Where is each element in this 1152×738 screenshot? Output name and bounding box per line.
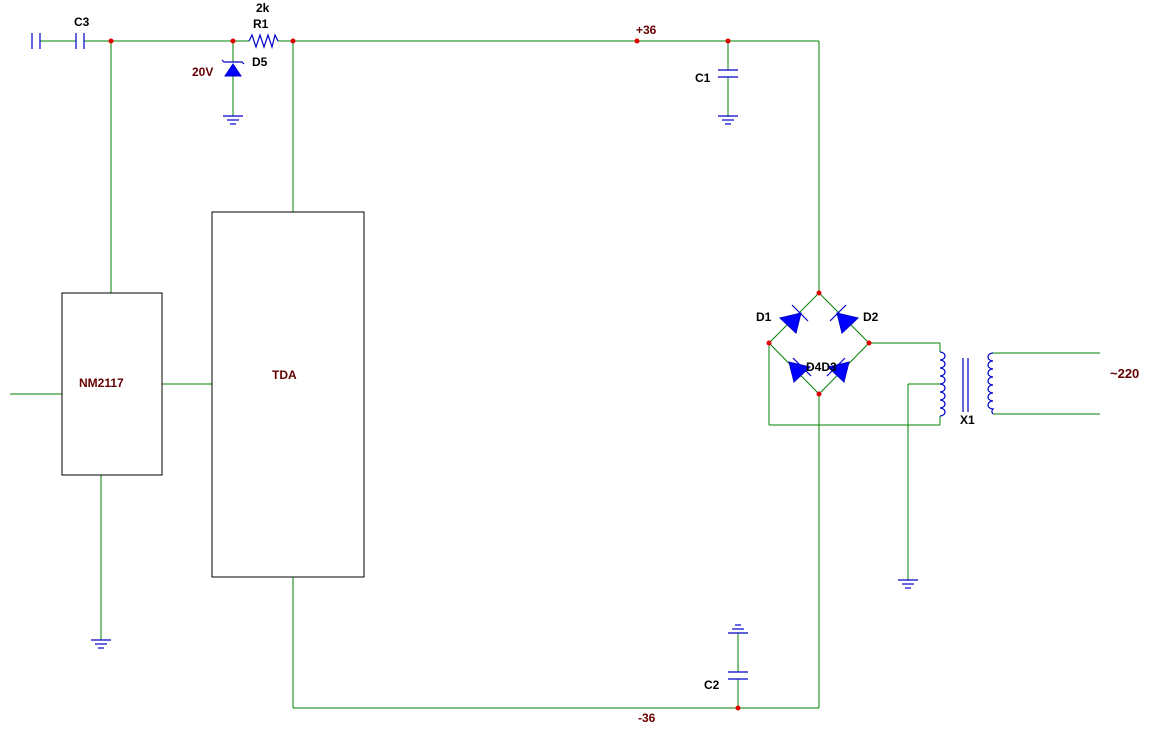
resistor-r1 bbox=[248, 33, 279, 50]
label-c2: C2 bbox=[704, 678, 720, 692]
capacitor-c3 bbox=[31, 33, 85, 49]
capacitor-c2 bbox=[728, 671, 748, 680]
label-minus-rail: -36 bbox=[638, 711, 656, 725]
label-tda: TDA bbox=[272, 368, 297, 382]
zener-diode-d5 bbox=[221, 59, 245, 77]
capacitor-c1 bbox=[718, 69, 738, 78]
label-d2: D2 bbox=[863, 310, 879, 324]
diode-d3 bbox=[826, 357, 850, 383]
label-r1-value: 2k bbox=[256, 1, 270, 15]
ground-nm2117 bbox=[91, 639, 111, 649]
label-d5: D5 bbox=[252, 55, 268, 69]
ground-c2 bbox=[728, 624, 748, 634]
label-d1: D1 bbox=[756, 310, 772, 324]
nm2117-block bbox=[61, 292, 163, 476]
label-mains: ~220 bbox=[1110, 366, 1139, 381]
ground-transformer bbox=[898, 579, 918, 589]
transformer-x1 bbox=[939, 351, 995, 417]
label-r1: R1 bbox=[253, 17, 269, 31]
ground-c1 bbox=[718, 115, 738, 125]
label-zener-voltage: 20V bbox=[192, 65, 213, 79]
label-plus-rail: +36 bbox=[636, 23, 657, 37]
tda-amplifier-block bbox=[211, 211, 365, 578]
wires bbox=[10, 40, 1100, 709]
diode-d1 bbox=[778, 304, 809, 334]
label-nm2117: NM2117 bbox=[79, 376, 124, 390]
diode-d2 bbox=[829, 304, 860, 334]
label-c1: C1 bbox=[695, 71, 711, 85]
label-x1: X1 bbox=[960, 413, 975, 427]
ground-zener bbox=[223, 115, 243, 125]
junction-dots bbox=[108, 38, 872, 711]
label-d3-d4: D4D3 bbox=[806, 360, 837, 374]
label-c3: C3 bbox=[74, 15, 90, 29]
diode-d4 bbox=[788, 357, 812, 383]
